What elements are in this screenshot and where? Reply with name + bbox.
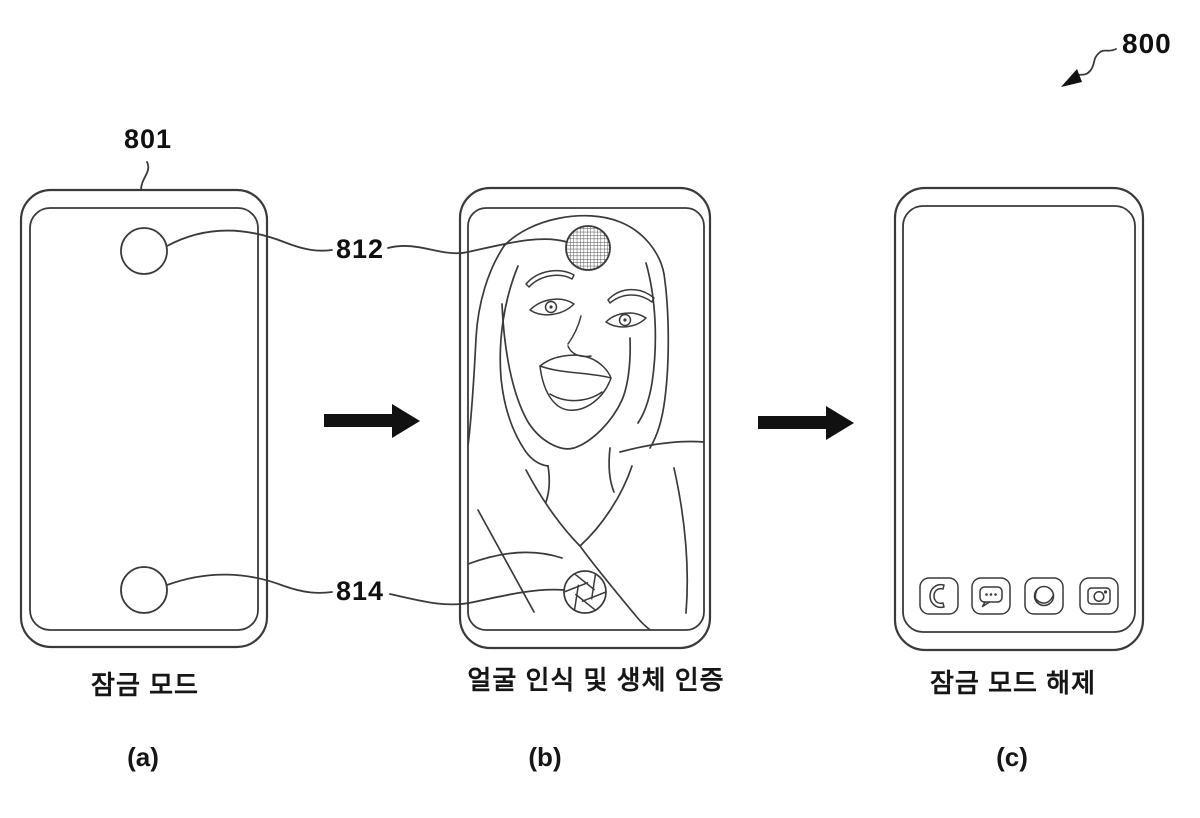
leader-814-left [166,573,333,594]
phone-icon [919,577,959,615]
callout-814: 814 [336,576,385,606]
under-display-camera-icon [565,225,611,271]
camera-hole-icon [120,227,168,275]
sensor-hole-icon [120,566,168,614]
panel-tag-a: (a) [127,742,159,772]
phone-b-body [458,186,712,650]
leader-801 [140,161,150,191]
phone-b [458,186,712,650]
arrow-b-to-c-icon [758,406,854,440]
messages-icon [971,577,1011,615]
callout-812: 812 [336,234,385,264]
phone-b-screen [467,207,705,631]
leader-814-right [389,588,565,606]
phone-a [19,188,269,649]
phone-a-body [19,188,269,649]
callout-801: 801 [124,124,173,154]
figure-ref-number: 800 [1122,28,1172,59]
caption-c: 잠금 모드 해제 [930,668,1096,698]
biometric-sensor-icon [563,570,607,614]
leader-812-left [166,229,333,252]
face-illustration [468,214,704,630]
phone-a-screen [29,207,259,631]
caption-a: 잠금 모드 [91,670,199,700]
arrow-a-to-b-icon [324,404,420,438]
panel-tag-c: (c) [996,742,1028,772]
leader-812-right [387,238,568,255]
figure-ref-arrow-icon [1061,48,1117,87]
panel-tag-b: (b) [528,742,562,772]
phone-c-screen [902,205,1136,633]
phone-c-body [893,186,1145,652]
internet-icon [1024,577,1064,615]
phone-c [893,186,1145,652]
camera-icon [1079,577,1119,615]
caption-b: 얼굴 인식 및 생체 인증 [467,665,725,695]
